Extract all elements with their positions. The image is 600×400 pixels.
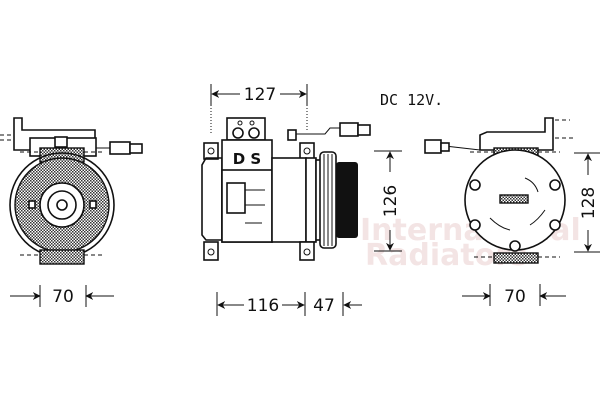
dimension-right-height: 128 xyxy=(574,152,600,253)
dimension-side-height: 126 xyxy=(374,150,402,252)
dimension-left-width: 70 xyxy=(10,285,114,307)
dimension-label: 70 xyxy=(504,287,526,307)
dimension-top-width: 127 xyxy=(210,84,308,105)
dimension-right-width: 70 xyxy=(462,284,566,307)
left-view-compressor-front xyxy=(0,117,143,265)
dimension-label: 47 xyxy=(313,296,335,316)
dimension-label: 126 xyxy=(381,185,401,217)
dimension-label: 128 xyxy=(579,187,599,219)
body-label: D S xyxy=(233,150,261,168)
dimension-label: 127 xyxy=(244,85,276,105)
dimension-label: 70 xyxy=(52,287,74,307)
right-view-compressor-rear xyxy=(424,117,576,264)
voltage-label: DC 12V. xyxy=(380,91,443,109)
dimension-label: 116 xyxy=(247,296,279,316)
middle-view-compressor-side: D S xyxy=(201,90,371,261)
dimension-body-length: 116 47 xyxy=(216,292,362,316)
